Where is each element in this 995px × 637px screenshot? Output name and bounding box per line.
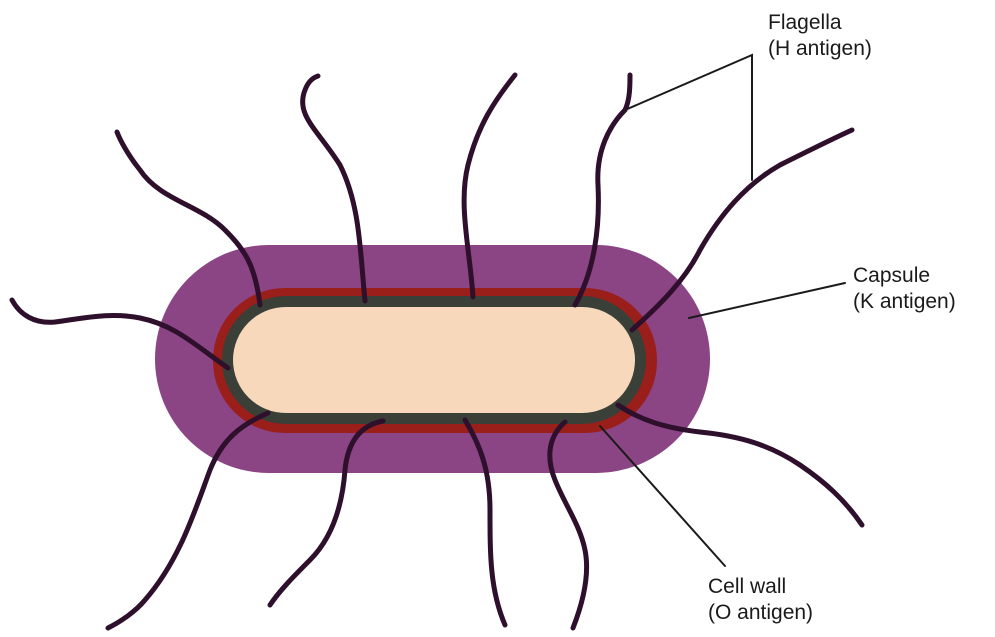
capsule-label-line1: Capsule (853, 263, 956, 289)
cytoplasm (233, 307, 635, 413)
flagella-label-line1: Flagella (768, 10, 872, 36)
cell-wall-label-line1: Cell wall (708, 574, 813, 600)
flagella-leader-line (625, 55, 752, 180)
flagella-label-line2: (H antigen) (768, 36, 872, 62)
cell-wall-label-line2: (O antigen) (708, 600, 813, 626)
capsule-label-line2: (K antigen) (853, 289, 956, 315)
flagella-label: Flagella (H antigen) (768, 10, 872, 62)
capsule-label: Capsule (K antigen) (853, 263, 956, 315)
cell-wall-label: Cell wall (O antigen) (708, 574, 813, 626)
capsule-leader-line (689, 283, 845, 318)
flagellum (618, 405, 862, 525)
flagellum (632, 130, 852, 330)
